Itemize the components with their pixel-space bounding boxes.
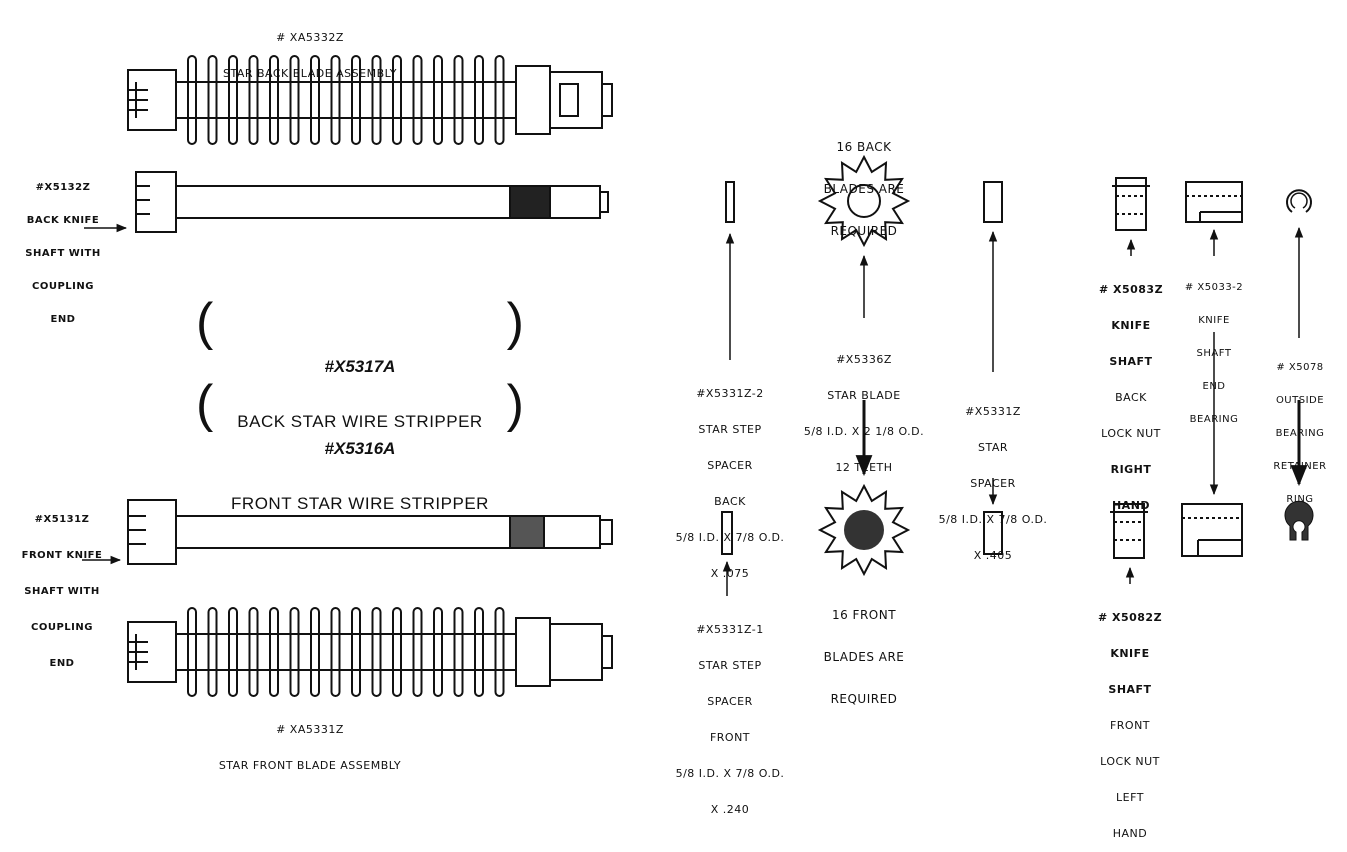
- retainer-ring-label: # X5078 OUTSIDE BEARING RETAINER RING: [1273, 362, 1327, 505]
- blade-fin: [453, 55, 464, 145]
- star-blade-label: #X5336Z STAR BLADE 5/8 I.D. x 2 1/8 O.D.…: [803, 353, 925, 474]
- blade-fin: [474, 55, 484, 145]
- blade-fin: [207, 607, 218, 697]
- star-spacer-top-icon: [983, 181, 1003, 223]
- back-shaft-label: #X5132Z BACK KNIFE SHAFT WITH COUPLING E…: [25, 182, 101, 325]
- retainer-ring-top-icon: [1286, 189, 1312, 213]
- back-knife-shaft: [135, 171, 609, 233]
- blade-fin: [207, 55, 218, 145]
- back-blade-assembly: [127, 55, 613, 145]
- back-blades-note: 16 BACK BLADES ARE REQUIRED: [823, 140, 905, 238]
- star-spacer-bottom-icon: [983, 511, 1003, 555]
- blade-fin: [289, 55, 300, 145]
- end-bearing-bottom-icon: [1181, 503, 1243, 557]
- star-spacer-label: #X5331Z STAR SPACER 5/8 I.D. x 7/8 O.D. …: [938, 405, 1048, 562]
- blade-fin: [494, 607, 505, 697]
- front-assembly-label: # XA5331Z STAR FRONT BLADE ASSEMBLY: [218, 723, 402, 772]
- step-spacer-front: [721, 511, 733, 555]
- blade-fin: [453, 607, 464, 697]
- blade-fin: [392, 55, 402, 145]
- blade-fin: [269, 55, 279, 145]
- blade-fin: [412, 55, 423, 145]
- blade-fin: [248, 55, 259, 145]
- end-bearing-top-icon: [1185, 181, 1243, 223]
- lock-nut-back-label: # X5083Z KNIFE SHAFT BACK LOCK NUT RIGHT…: [1098, 283, 1164, 512]
- blade-fin: [310, 55, 320, 145]
- star-blade-front-icon: [817, 483, 911, 577]
- front-shaft-label: #X5131Z FRONT KNIFE SHAFT WITH COUPLING …: [21, 514, 103, 669]
- blade-fin: [371, 55, 382, 145]
- front-blade-assembly: [127, 607, 613, 697]
- front-knife-shaft: [127, 499, 613, 565]
- step-spacer-back: [725, 181, 735, 223]
- blade-fin: [351, 607, 361, 697]
- back-assembly-label: # XA5332Z STAR BACK BLADE ASSEMBLY: [222, 31, 397, 80]
- retainer-ring-bottom-icon: [1284, 500, 1314, 541]
- lock-nut-back-icon: [1112, 177, 1150, 231]
- blade-fin: [330, 55, 341, 145]
- front-blades-note: 16 FRONT BLADES ARE REQUIRED: [823, 608, 905, 706]
- blade-fin: [310, 607, 320, 697]
- blade-fin: [412, 607, 423, 697]
- end-bearing-label: # X5033-2 KNIFE SHAFT END BEARING: [1184, 282, 1244, 425]
- front-stripper-title: ( #X5316A FRONT STAR WIRE STRIPPER ): [196, 375, 524, 513]
- step-spacer-back-label: #X5331Z-2 STAR STEP SPACER BACK 5/8 I.D.…: [675, 387, 785, 580]
- parts-diagram: [82, 55, 1314, 697]
- blade-fin: [494, 55, 505, 145]
- blade-fin: [433, 607, 443, 697]
- back-stripper-title: ( #X5317A BACK STAR WIRE STRIPPER ): [196, 293, 524, 431]
- blade-fin: [392, 607, 402, 697]
- blade-fin: [330, 607, 341, 697]
- lock-nut-front-label: # X5082Z KNIFE SHAFT FRONT LOCK NUT LEFT…: [1097, 611, 1163, 840]
- blade-fin: [228, 607, 238, 697]
- blade-fin: [371, 607, 382, 697]
- blade-fin: [248, 607, 259, 697]
- star-blade-back-icon: [817, 154, 911, 248]
- blade-fin: [289, 607, 300, 697]
- blade-fin: [351, 55, 361, 145]
- blade-fin: [474, 607, 484, 697]
- lock-nut-front-icon: [1110, 503, 1148, 559]
- step-spacer-front-label: #X5331Z-1 STAR STEP SPACER FRONT 5/8 I.D…: [675, 623, 785, 816]
- blade-fin: [228, 55, 238, 145]
- blade-fin: [187, 607, 197, 697]
- blade-fin: [187, 55, 197, 145]
- blade-fin: [433, 55, 443, 145]
- blade-fin: [269, 607, 279, 697]
